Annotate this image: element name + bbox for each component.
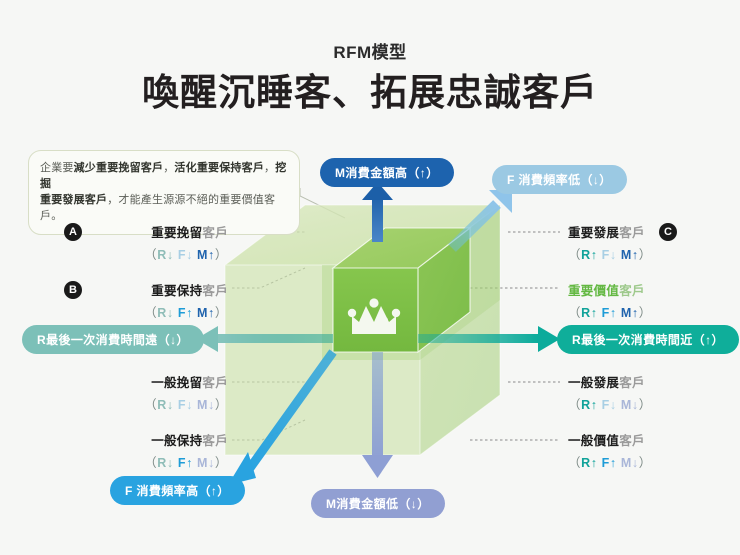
label-general-retain: 一般挽留客戶 （R↓ F↓ M↓） (144, 376, 228, 412)
pill-m-high[interactable]: M消費金額高（↑） (320, 158, 454, 187)
badge-important-keep: B (64, 281, 82, 299)
arrow-r-near (418, 326, 560, 352)
label-important-keep: 重要保持客戶 （R↓ F↑ M↑） (144, 284, 228, 320)
label-important-retain: 重要挽留客戶 （R↓ F↓ M↑） (144, 226, 228, 262)
summary-note: 企業要減少重要挽留客戶，活化重要保持客戶，挖掘 重要發展客戶，才能產生源源不絕的… (28, 150, 300, 235)
badge-important-develop: C (659, 223, 677, 241)
arrow-m-high (362, 182, 393, 242)
label-general-develop: 一般發展客戶 （R↑ F↓ M↓） (568, 376, 652, 412)
badge-important-retain: A (64, 223, 82, 241)
label-general-value: 一般價值客戶 （R↑ F↑ M↓） (568, 434, 652, 470)
arrow-m-low (362, 352, 393, 478)
label-important-value: 重要價值客戶 （R↑ F↑ M↑） (568, 284, 652, 320)
pill-r-far[interactable]: R最後一次消費時間遠（↓） (22, 325, 204, 354)
label-general-keep: 一般保持客戶 （R↓ F↑ M↓） (144, 434, 228, 470)
pill-f-low[interactable]: F 消費頻率低（↓） (492, 165, 627, 194)
arrow-f-low (448, 190, 512, 252)
arrow-r-far (196, 326, 333, 352)
note-line-2: 重要發展客戶，才能產生源源不絕的重要價值客戶。 (40, 194, 276, 222)
label-important-develop: 重要發展客戶 （R↑ F↓ M↑） (568, 226, 652, 262)
pill-r-near[interactable]: R最後一次消費時間近（↑） (557, 325, 739, 354)
eyebrow-title: RFM模型 (333, 43, 407, 62)
pill-m-low[interactable]: M消費金額低（↓） (311, 489, 445, 518)
pill-f-high[interactable]: F 消費頻率高（↑） (110, 476, 245, 505)
crown-icon (347, 298, 401, 334)
core-cube (331, 226, 472, 354)
page-title: 喚醒沉睡客、拓展忠誠客戶 (142, 72, 598, 113)
note-line-1: 企業要減少重要挽留客戶，活化重要保持客戶，挖掘 (40, 162, 287, 190)
